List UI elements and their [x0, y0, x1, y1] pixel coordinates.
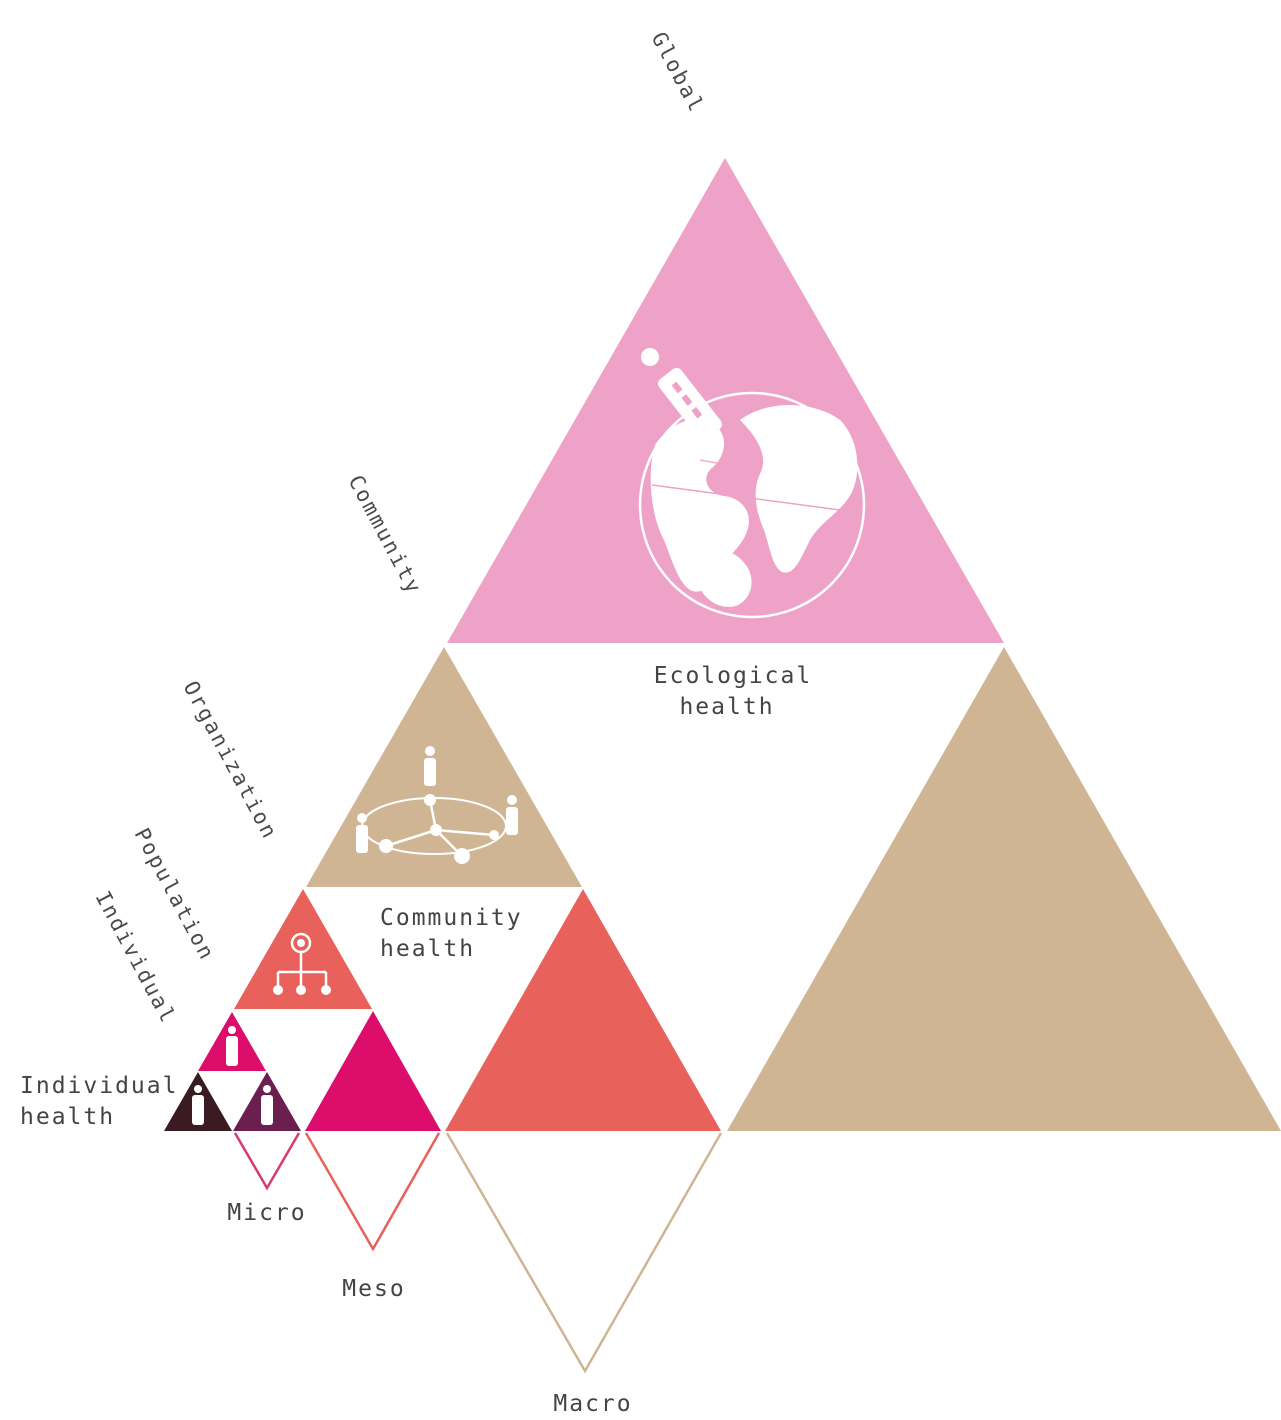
community-health-line2: health [380, 936, 475, 962]
level-label-global: Global [647, 28, 709, 117]
level-label-individual: Individual [91, 887, 181, 1028]
meso-right-triangle [445, 889, 721, 1131]
people-network-icon [356, 746, 518, 864]
scale-label-meso: Meso [342, 1276, 405, 1302]
person-icon [192, 1085, 204, 1125]
global-triangle [447, 158, 1004, 643]
level-label-community: Community [344, 471, 427, 599]
person-icon [261, 1085, 273, 1125]
individual-health-line2: health [20, 1104, 115, 1130]
ecological-health-line2: health [679, 694, 774, 720]
scale-label-micro: Micro [227, 1200, 306, 1226]
macro-right-triangle [727, 647, 1281, 1131]
micro-outline [233, 1132, 301, 1191]
individual-health-line1: Individual [20, 1073, 178, 1099]
scale-label-macro: Macro [553, 1391, 632, 1417]
organization-triangle [234, 889, 372, 1009]
level-label-organization: Organization [179, 677, 283, 843]
community-health-line1: Community [380, 905, 523, 931]
micro-right-triangle [305, 1011, 441, 1131]
globe-icon [638, 348, 866, 619]
macro-outline [445, 1132, 723, 1374]
org-hierarchy-icon [273, 932, 331, 995]
ecological-health-line1: Ecological [654, 663, 812, 689]
person-icon [226, 1026, 238, 1066]
level-label-population: Population [130, 824, 220, 965]
meso-outline [304, 1132, 441, 1252]
community-triangle [306, 647, 582, 887]
